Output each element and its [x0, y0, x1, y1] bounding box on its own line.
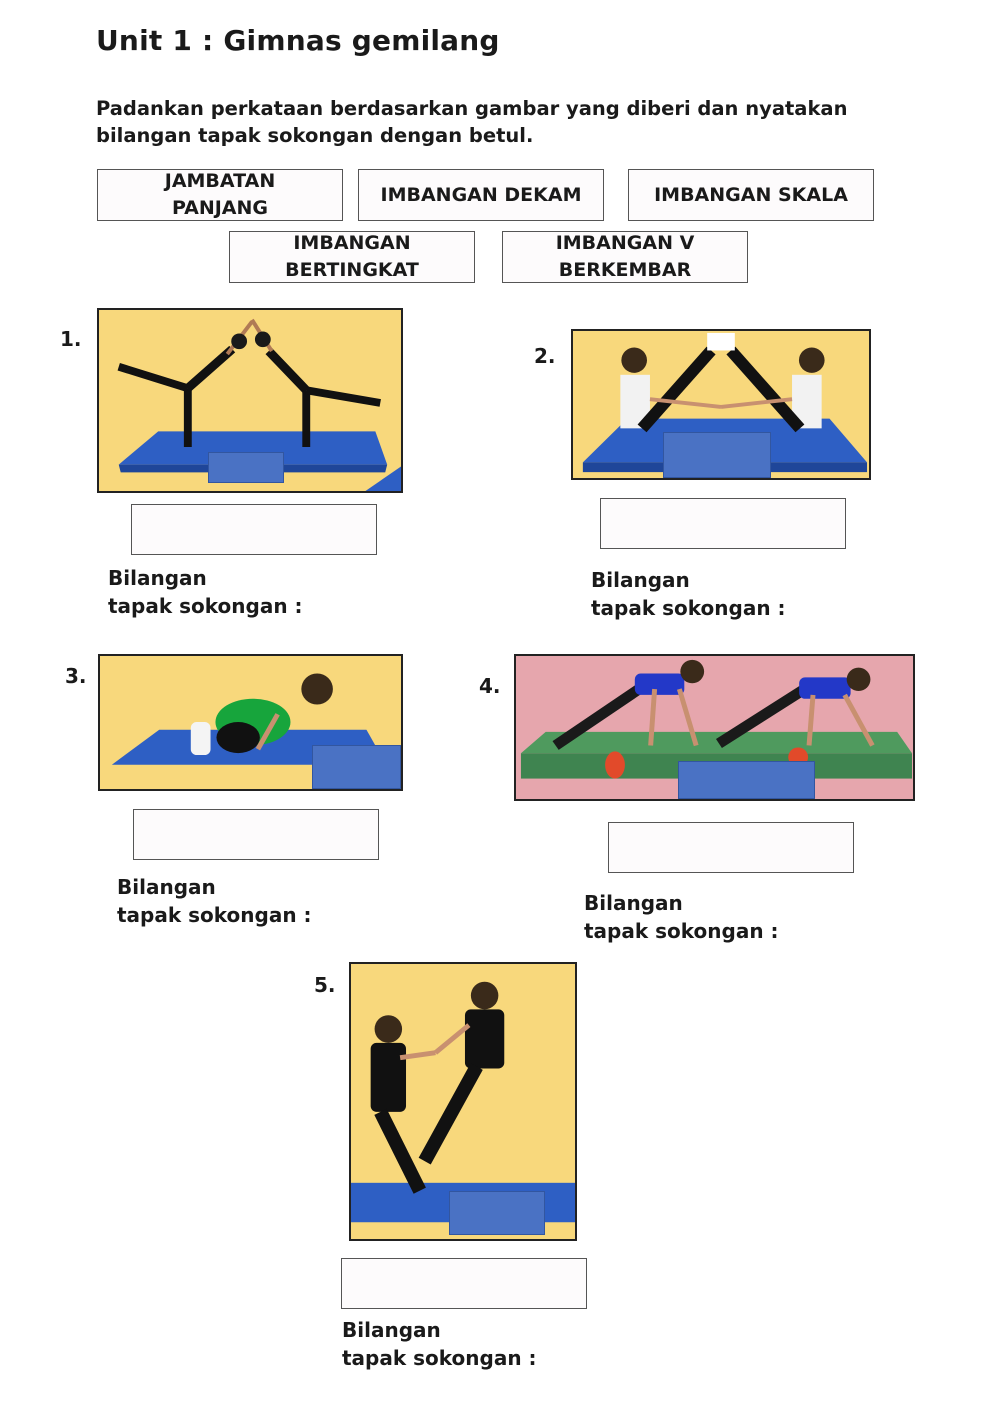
support-count-label-3: Bilangan tapak sokongan :	[117, 875, 312, 927]
support-count-label-1: Bilangan tapak sokongan :	[108, 566, 303, 618]
support-count-label-2: Bilangan tapak sokongan :	[591, 568, 786, 620]
answer-box-5[interactable]	[341, 1258, 587, 1309]
question-number-2: 2.	[534, 344, 556, 368]
instruction-text: Padankan perkataan berdasarkan gambar ya…	[96, 97, 848, 147]
answer-box-4[interactable]	[608, 822, 854, 873]
photo-1-scale-balance	[97, 308, 403, 493]
image-cover-patch	[678, 761, 815, 799]
image-cover-patch	[663, 432, 771, 478]
support-count-label-4: Bilangan tapak sokongan :	[584, 891, 779, 943]
question-number-1: 1.	[60, 327, 82, 351]
word-card-imbangan-bertingkat[interactable]: IMBANGAN BERTINGKAT	[229, 231, 475, 283]
word-card-imbangan-v-berkembar[interactable]: IMBANGAN V BERKEMBAR	[502, 231, 748, 283]
image-cover-patch	[208, 452, 284, 483]
answer-box-1[interactable]	[131, 504, 377, 555]
support-count-label-5: Bilangan tapak sokongan :	[342, 1318, 537, 1370]
answer-box-2[interactable]	[600, 498, 846, 549]
image-cover-patch	[312, 745, 401, 789]
word-card-jambatan-panjang[interactable]: JAMBATAN PANJANG	[97, 169, 343, 221]
page-title: Unit 1 : Gimnas gemilang	[96, 24, 500, 57]
word-card-imbangan-skala[interactable]: IMBANGAN SKALA	[628, 169, 874, 221]
word-card-imbangan-dekam[interactable]: IMBANGAN DEKAM	[358, 169, 604, 221]
question-number-5: 5.	[314, 973, 336, 997]
question-number-4: 4.	[479, 674, 501, 698]
answer-box-3[interactable]	[133, 809, 379, 860]
question-number-3: 3.	[65, 664, 87, 688]
image-cover-patch	[449, 1191, 545, 1235]
